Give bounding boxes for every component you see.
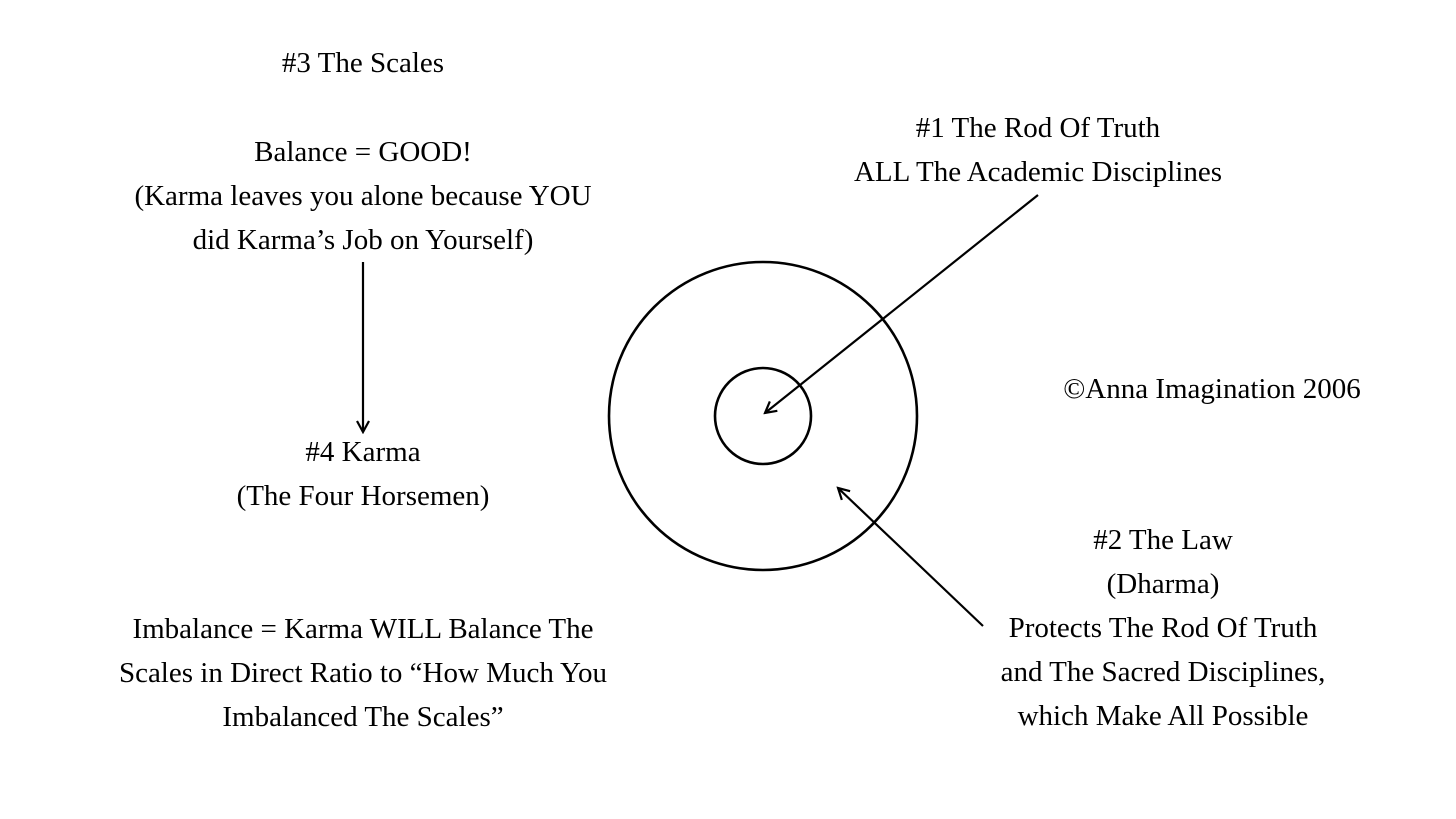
arrow-rod-to-center [765, 194, 1039, 413]
law-line-3: which Make All Possible [1017, 700, 1309, 732]
scales-line-2: did Karma’s Job on Yourself) [192, 224, 534, 256]
scales-line-1: (Karma leaves you alone because YOU [134, 180, 592, 212]
imbalance-line-3: Imbalanced The Scales” [222, 701, 504, 733]
scales-heading: #3 The Scales [163, 41, 563, 85]
scales-title: #3 The Scales [281, 47, 445, 79]
rod-of-truth-label: #1 The Rod Of Truth ALL The Academic Dis… [788, 106, 1288, 194]
copyright-notice: ©Anna Imagination 2006 [1012, 367, 1412, 411]
karma-title: #4 Karma [305, 436, 421, 468]
law-label: #2 The Law (Dharma) Protects The Rod Of … [938, 518, 1388, 738]
arrow-law-to-outer-circle [838, 488, 984, 627]
rod-subtitle: ALL The Academic Disciplines [853, 156, 1223, 188]
imbalance-line-1: Imbalance = Karma WILL Balance The [132, 613, 594, 645]
law-title: #2 The Law [1093, 524, 1233, 556]
rod-title: #1 The Rod Of Truth [915, 112, 1161, 144]
scales-balance: Balance = GOOD! [254, 136, 472, 168]
imbalance-description: Imbalance = Karma WILL Balance The Scale… [63, 607, 663, 739]
karma-subtitle: (The Four Horsemen) [236, 480, 490, 512]
scales-description: Balance = GOOD! (Karma leaves you alone … [63, 130, 663, 262]
imbalance-line-2: Scales in Direct Ratio to “How Much You [118, 657, 608, 689]
law-line-1: Protects The Rod Of Truth [1008, 612, 1318, 644]
law-line-2: and The Sacred Disciplines, [1000, 656, 1326, 688]
law-subtitle: (Dharma) [1106, 568, 1220, 600]
karma-label: #4 Karma (The Four Horsemen) [163, 430, 563, 518]
outer-circle-law [607, 260, 919, 572]
inner-circle-rod-of-truth [713, 366, 813, 466]
copyright-text: ©Anna Imagination 2006 [1063, 373, 1361, 405]
